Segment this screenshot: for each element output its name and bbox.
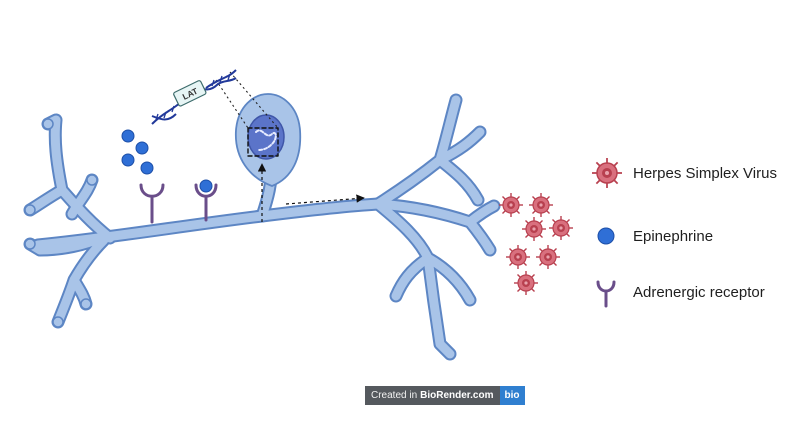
adrenergic-receptor-icon xyxy=(596,280,616,308)
herpes-virus-particle xyxy=(521,216,547,242)
biorender-credit-badge[interactable]: Created in BioRender.com bio xyxy=(365,386,525,405)
neuron-fill xyxy=(25,95,499,359)
herpes-virus-particle xyxy=(528,192,554,218)
epinephrine-molecule xyxy=(121,153,135,167)
credit-prefix: Created in xyxy=(371,390,418,401)
adrenergic-receptor xyxy=(139,183,165,224)
herpes-virus-particle xyxy=(505,244,531,270)
epinephrine-molecule xyxy=(135,141,149,155)
viral-dna-squiggle xyxy=(255,129,277,151)
herpes-virus-cluster xyxy=(498,192,574,296)
legend-label-epinephrine: Epinephrine xyxy=(633,228,714,245)
herpes-virus-particle xyxy=(548,215,574,241)
zoom-callout-lines xyxy=(215,71,279,129)
epinephrine-molecule xyxy=(121,129,135,143)
herpes-virus-particle xyxy=(535,244,561,270)
herpes-virus-particle xyxy=(513,270,539,296)
epinephrine-molecule-icon xyxy=(597,227,615,245)
axon-arrow xyxy=(285,194,365,205)
adrenergic-receptor-bound xyxy=(194,179,218,222)
legend-icons xyxy=(591,157,623,308)
bound-epinephrine-molecule xyxy=(199,179,213,193)
epinephrine-molecule xyxy=(140,161,154,175)
credit-text: Created in BioRender.com xyxy=(365,386,500,405)
herpes-virus-icon xyxy=(591,157,623,189)
transport-arrows xyxy=(257,163,365,222)
zoom-box xyxy=(247,127,279,157)
herpes-virus-particle xyxy=(498,192,524,218)
neuron xyxy=(23,93,501,361)
epinephrine-cluster xyxy=(121,129,154,175)
lat-gene-tag: LAT xyxy=(173,80,207,107)
legend-label-herpes-simplex-virus: Herpes Simplex Virus xyxy=(633,165,777,182)
dendrite-tips xyxy=(24,118,98,328)
biorender-logo-icon: bio xyxy=(499,386,525,405)
credit-brand: BioRender.com xyxy=(420,390,494,401)
legend-label-adrenergic-receptor: Adrenergic receptor xyxy=(633,284,765,301)
